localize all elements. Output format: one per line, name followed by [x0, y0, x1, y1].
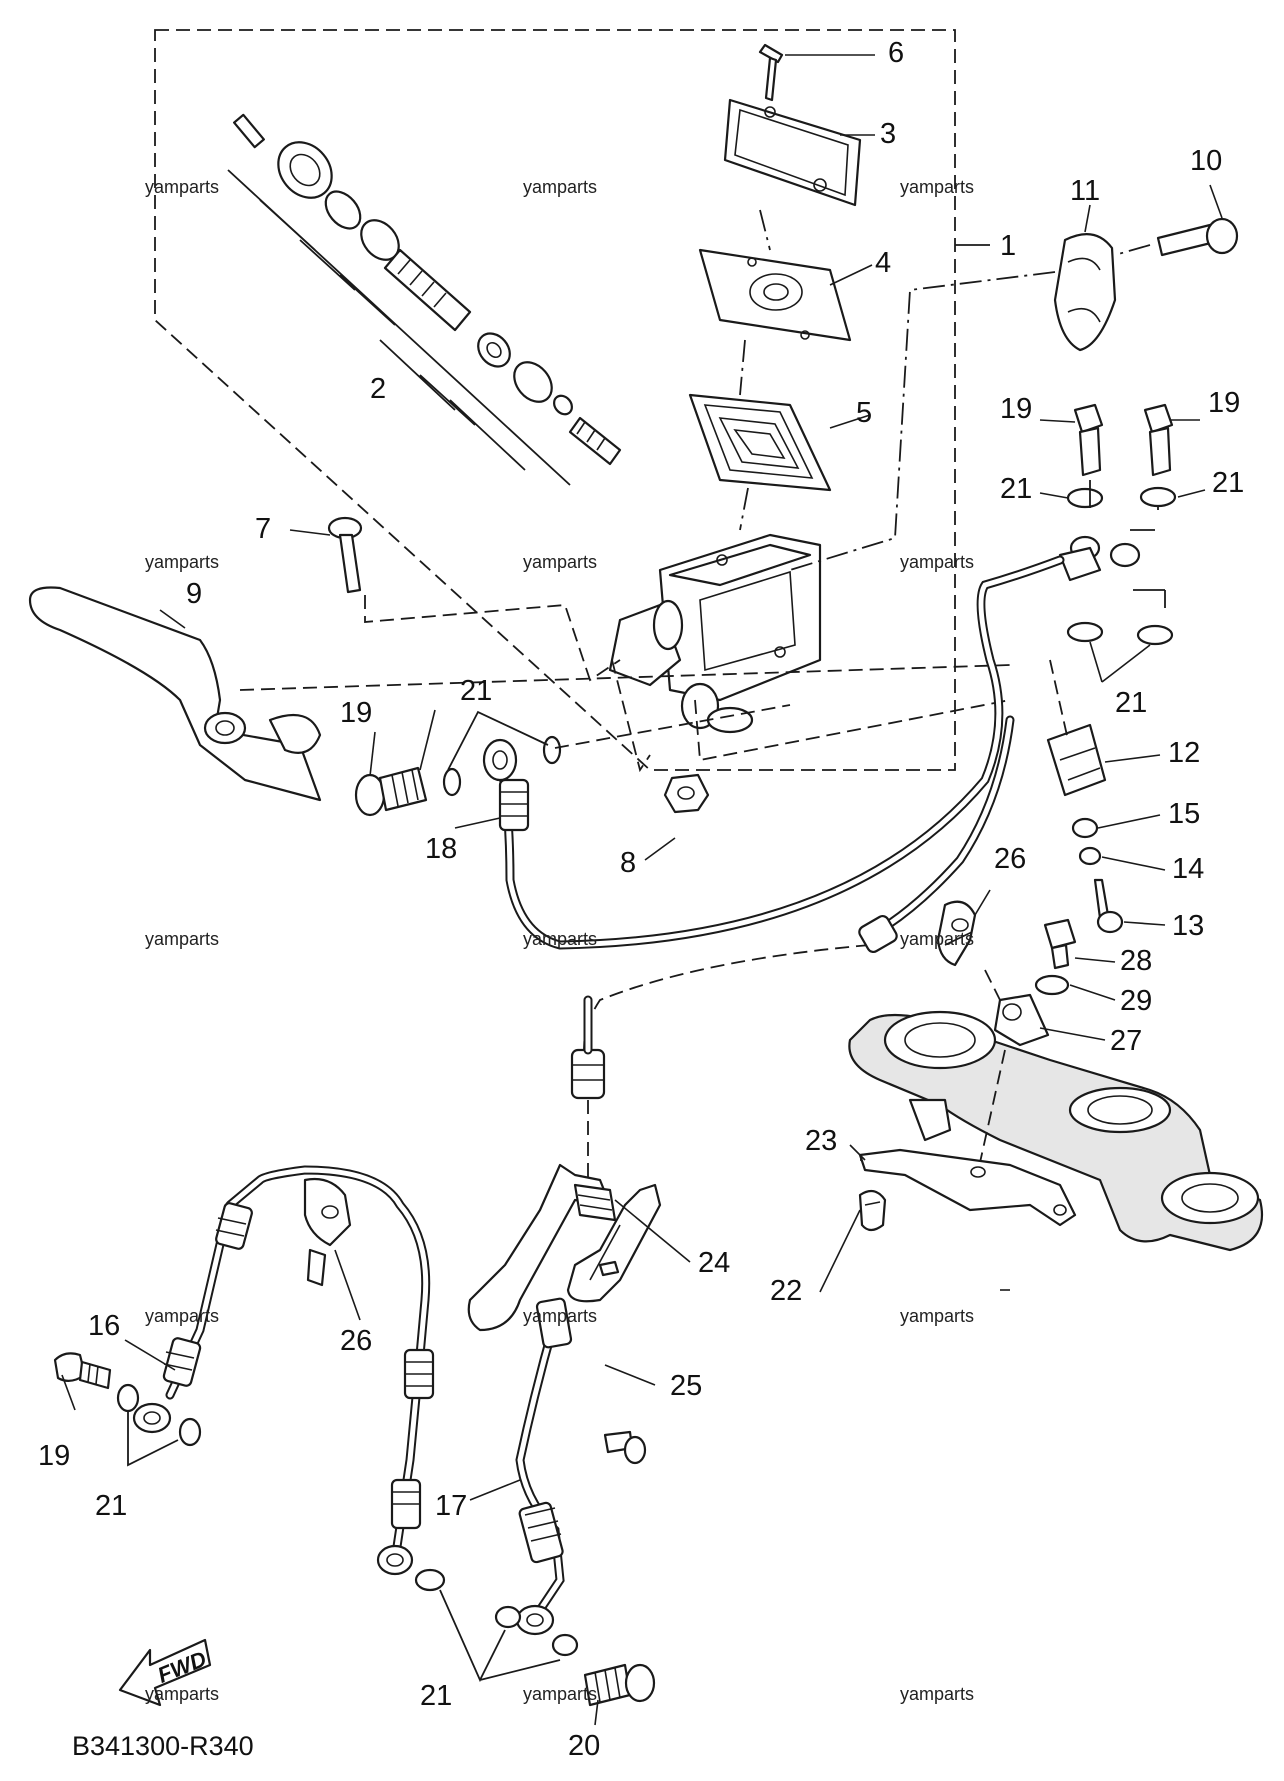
callout-26-lower: 26: [340, 1325, 372, 1357]
callout-4: 4: [875, 247, 891, 279]
leader-lines: [61, 54, 1223, 1726]
callout-13: 13: [1172, 910, 1204, 942]
hose-clamp-26-lower: [303, 1177, 352, 1287]
brake-hose-main-lower: [570, 715, 1015, 1200]
bracket-27: [984, 969, 1050, 1047]
upper-union-bolts: [1066, 403, 1177, 646]
plate-23: [858, 1148, 1077, 1227]
watermark: yamparts: [145, 177, 219, 197]
washer-29: [1034, 974, 1070, 996]
callout-12: 12: [1168, 737, 1200, 769]
master-cylinder-body: [608, 533, 822, 734]
callout-labels: 6 3 10 11 1 4 2 5 19 19 21 21 7 9 21 21 …: [38, 37, 1244, 1762]
callout-19-lower: 19: [38, 1440, 70, 1472]
callout-9: 9: [186, 578, 202, 610]
callout-21-banjo: 21: [460, 675, 492, 707]
watermark: yamparts: [523, 1306, 597, 1326]
callout-1: 1: [1000, 230, 1016, 262]
bolt-28: [1043, 918, 1077, 970]
lower-union-bolt-20: [414, 1568, 656, 1707]
lever-dashed-lines: [239, 595, 1011, 773]
callout-27: 27: [1110, 1025, 1142, 1057]
callout-24: 24: [698, 1247, 730, 1279]
callout-26-upper: 26: [994, 843, 1026, 875]
callout-14: 14: [1172, 853, 1204, 885]
callout-3: 3: [880, 118, 896, 150]
callout-21-switch: 21: [1115, 687, 1147, 719]
figure-code: B341300-R340: [72, 1731, 254, 1761]
watermarks: yamparts yamparts yamparts yamparts yamp…: [145, 177, 974, 1704]
brake-switch: [1046, 659, 1124, 934]
callout-11: 11: [1070, 175, 1100, 207]
bolt-25-mount: [603, 1430, 647, 1465]
pivot-nut: [663, 773, 710, 814]
brake-hose-18: [482, 555, 1065, 950]
callout-21-top-right: 21: [1212, 467, 1244, 499]
banjo-bolt-19-middle: [354, 704, 791, 817]
callout-18: 18: [425, 833, 457, 865]
callout-20: 20: [568, 1730, 600, 1762]
hose-clamp-26-upper: [936, 900, 977, 967]
watermark: yamparts: [145, 1684, 219, 1704]
watermark: yamparts: [145, 1306, 219, 1326]
callout-29: 29: [1120, 985, 1152, 1017]
watermark: yamparts: [145, 929, 219, 949]
lever-pivot-bolt: [327, 516, 363, 594]
callout-6: 6: [888, 37, 904, 69]
splitter-union: [1058, 535, 1141, 582]
callout-21-top-left: 21: [1000, 473, 1032, 505]
brake-hose-16: [132, 1165, 431, 1434]
watermark: yamparts: [523, 1684, 597, 1704]
callout-19-top-right: 19: [1208, 387, 1240, 419]
watermark: yamparts: [900, 1684, 974, 1704]
callout-17: 17: [435, 1490, 467, 1522]
under-bracket: [848, 1010, 1264, 1252]
watermark: yamparts: [145, 552, 219, 572]
callout-10: 10: [1190, 145, 1222, 177]
callout-16: 16: [88, 1310, 120, 1342]
watermark: yamparts: [900, 929, 974, 949]
watermark: yamparts: [900, 552, 974, 572]
callout-19-top-left: 19: [1000, 393, 1032, 425]
piston-kit: [227, 113, 622, 486]
master-cylinder-assembly-boundary: [154, 29, 990, 771]
lower-left-union: [53, 1352, 202, 1467]
callout-21-lower-left: 21: [95, 1490, 127, 1522]
watermark: yamparts: [900, 1306, 974, 1326]
brake-lever: [28, 586, 322, 802]
watermark: yamparts: [523, 177, 597, 197]
callout-28: 28: [1120, 945, 1152, 977]
callout-5: 5: [856, 397, 872, 429]
hose-guide-25: [566, 1183, 662, 1303]
callout-15: 15: [1168, 798, 1200, 830]
handlebar-holder: [789, 217, 1239, 571]
callout-8: 8: [620, 847, 636, 879]
watermark: yamparts: [523, 552, 597, 572]
clip-22: [858, 1189, 887, 1232]
callout-25: 25: [670, 1370, 702, 1402]
callout-23: 23: [805, 1125, 837, 1157]
callout-7: 7: [255, 513, 271, 545]
hose-guide-24: [467, 1163, 617, 1332]
callout-21-lower-middle: 21: [420, 1680, 452, 1712]
reservoir-cap-stack: [688, 43, 862, 531]
callout-22: 22: [770, 1275, 802, 1307]
watermark: yamparts: [900, 177, 974, 197]
callout-2: 2: [370, 373, 386, 405]
callout-19-banjo: 19: [340, 697, 372, 729]
brake-hose-17: [376, 1297, 573, 1636]
watermark: yamparts: [523, 929, 597, 949]
